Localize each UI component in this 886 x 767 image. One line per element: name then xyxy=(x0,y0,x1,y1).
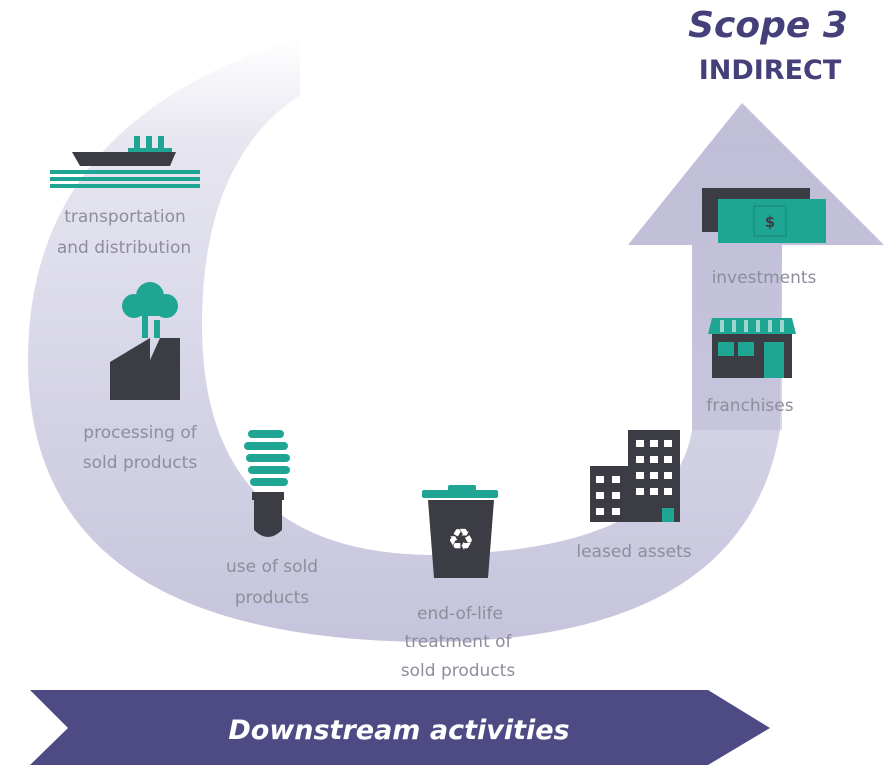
label-use-line2: products xyxy=(235,588,309,608)
label-transportation-line1: transportation xyxy=(64,207,186,227)
ship-icon xyxy=(50,136,200,188)
factory-icon xyxy=(110,282,180,400)
dollar-sign: $ xyxy=(765,213,775,231)
label-use-line1: use of sold xyxy=(226,557,318,577)
scope-subtitle: INDIRECT xyxy=(699,55,842,86)
scope-title: Scope 3 xyxy=(688,5,848,46)
label-end-of-life-line2: treatment of xyxy=(404,632,512,652)
label-end-of-life-line1: end-of-life xyxy=(417,604,503,624)
svg-text:♻: ♻ xyxy=(448,523,475,558)
downstream-banner xyxy=(30,690,770,765)
label-transportation-line2: and distribution xyxy=(57,238,191,258)
label-end-of-life-line3: sold products xyxy=(401,661,516,681)
label-investments: investments xyxy=(712,268,817,288)
label-processing-line2: sold products xyxy=(83,453,198,473)
storefront-icon xyxy=(708,318,796,378)
banner-label: Downstream activities xyxy=(228,715,569,746)
recycle-bin-icon: ♻ xyxy=(422,485,498,578)
label-leased-assets: leased assets xyxy=(576,542,691,562)
label-franchises: franchises xyxy=(706,396,793,416)
arrow-head-shade xyxy=(628,103,884,430)
light-bulb-icon xyxy=(244,430,290,537)
label-processing-line1: processing of xyxy=(83,423,197,443)
building-icon xyxy=(590,430,680,522)
banknote-icon: $ xyxy=(702,188,826,243)
